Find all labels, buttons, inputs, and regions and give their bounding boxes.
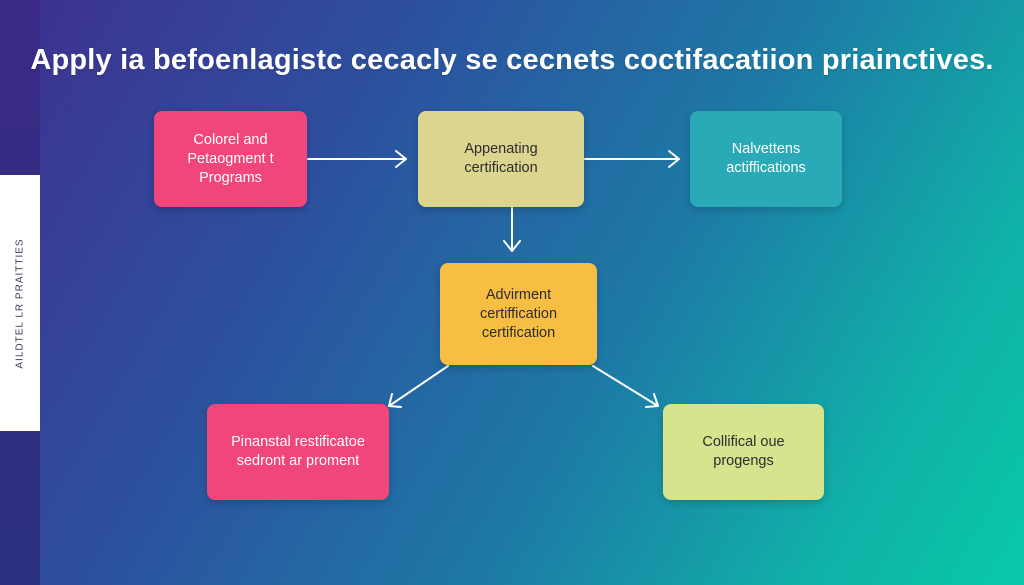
node-pinanstal-restificatoe[interactable]: Pinanstal restificatoe sedront ar promen… xyxy=(207,404,389,500)
node-nalvettens-actiffications[interactable]: Nalvettens actiffications xyxy=(690,111,842,207)
node-collifical-progengs[interactable]: Collifical oue progengs xyxy=(663,404,824,500)
node-colorel-line-3: Programs xyxy=(199,169,262,186)
node-nalvettens-line-1: Nalvettens xyxy=(731,141,801,157)
node-appenating-certification[interactable]: Appenating certification xyxy=(418,111,584,207)
node-advirment-line-2: certiffication xyxy=(479,305,558,322)
diagram-title: Apply ia befoenlagistc cecacly se cecnet… xyxy=(30,44,994,76)
node-advirment-line-1: Advirment xyxy=(485,286,552,303)
node-colorel-line-2: Petaogment t xyxy=(187,150,274,167)
arrow-colorel-to-appenating xyxy=(307,150,407,168)
side-tab[interactable]: AILDTEL LR PRAITTIES xyxy=(0,175,40,431)
arrow-appenating-to-nalvettens xyxy=(584,150,680,168)
arrow-appenating-to-advirment xyxy=(503,207,521,252)
node-colorel-programs[interactable]: Colorel and Petaogment t Programs xyxy=(154,111,307,207)
node-collifical-line-2: progengs xyxy=(713,453,774,469)
node-advirment-line-3: certification xyxy=(481,324,556,341)
node-pinanstal-line-2: sedront ar proment xyxy=(236,453,360,469)
node-collifical-line-1: Collifical oue xyxy=(702,434,785,450)
side-tab-label: AILDTEL LR PRAITTIES xyxy=(14,237,26,369)
node-appenating-line-2: certification xyxy=(464,160,538,176)
arrow-advirment-to-collifical xyxy=(592,365,659,408)
arrow-advirment-to-pinanstal xyxy=(388,365,449,408)
node-pinanstal-line-1: Pinanstal restificatoe xyxy=(231,434,365,450)
node-advirment-certification[interactable]: Advirment certiffication certification xyxy=(440,263,597,365)
node-appenating-line-1: Appenating xyxy=(464,141,538,157)
node-nalvettens-line-2: actiffications xyxy=(726,160,806,176)
node-colorel-line-1: Colorel and xyxy=(193,131,268,148)
